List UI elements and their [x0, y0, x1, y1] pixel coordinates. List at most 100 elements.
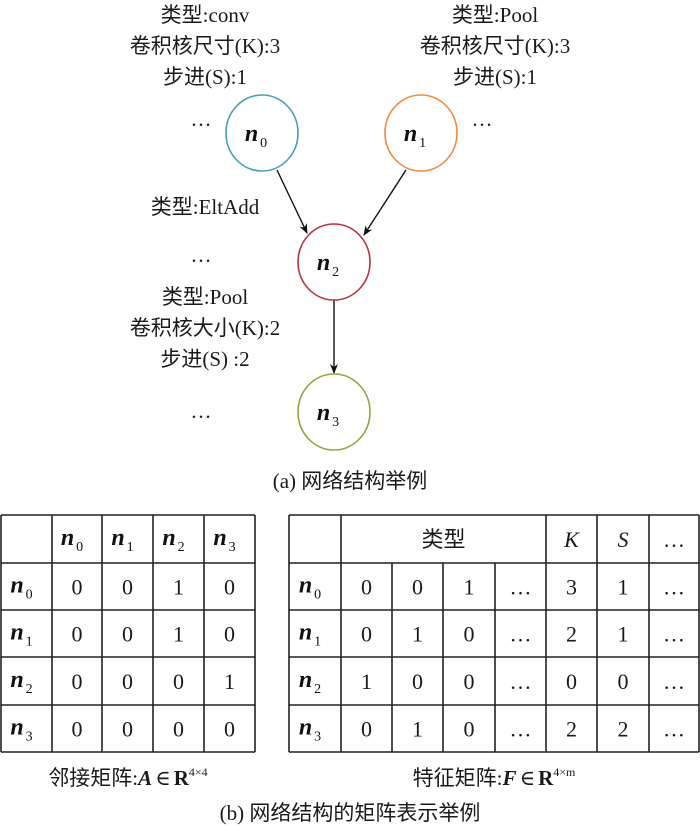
n3-kernel: 卷积核大小(K):2 [130, 316, 281, 340]
ellipsis: … [191, 243, 212, 267]
node-subscript: 1 [127, 540, 134, 555]
matrix-symbol: A [136, 766, 152, 790]
table-cell: 2 [566, 622, 577, 647]
table-cell: 0 [618, 669, 629, 694]
node-subscript: 2 [178, 540, 185, 555]
table-cell: 0 [72, 717, 83, 742]
node-variable: n [299, 573, 312, 599]
table-cell: … [663, 717, 685, 742]
table-cell: 1 [173, 575, 184, 600]
node-variable: n [10, 620, 23, 646]
n0-attributes: 类型:conv 卷积核尺寸(K):3 步进(S):1 [130, 3, 281, 89]
table-cell: 0 [122, 575, 133, 600]
table-cell: … [510, 622, 532, 647]
table-cell: … [510, 669, 532, 694]
node-variable: n [10, 667, 23, 693]
node-circle [384, 94, 458, 172]
table-cell: 3 [566, 575, 577, 600]
k-header: K [563, 527, 580, 552]
node-subscript: 1 [314, 635, 321, 650]
node-variable: n [61, 525, 74, 551]
table-cell: 1 [361, 669, 372, 694]
adjacency-caption: 邻接矩阵:A∈R4×4 [48, 765, 207, 790]
table-cell: 0 [122, 669, 133, 694]
node-variable: n [10, 715, 23, 741]
node-variable: n [299, 667, 312, 693]
n3-attributes: 类型:Pool 卷积核大小(K):2 步进(S) :2 [130, 285, 281, 371]
table-cell: 0 [224, 575, 235, 600]
table-cell: 1 [173, 622, 184, 647]
table-cell: … [663, 669, 685, 694]
node-variable: n [213, 525, 226, 551]
node-variable: n [10, 573, 23, 599]
n0-stride: 步进(S):1 [163, 65, 247, 89]
node-variable: n [245, 121, 258, 147]
table-cell: 0 [412, 669, 423, 694]
node-subscript: 2 [314, 682, 321, 697]
table-cell: 1 [464, 575, 475, 600]
node-variable: n [111, 525, 124, 551]
n0-type: 类型:conv [161, 3, 250, 27]
caption-b: (b) 网络结构的矩阵表示举例 [220, 801, 481, 825]
type-header: 类型 [421, 527, 465, 552]
s-header: S [618, 527, 629, 552]
table-cell: 0 [224, 717, 235, 742]
table-cell: 0 [464, 717, 475, 742]
table-cell: … [510, 717, 532, 742]
more-header: … [663, 527, 685, 552]
table-cell: 1 [618, 575, 629, 600]
table-cell: 0 [224, 622, 235, 647]
node-subscript: 0 [314, 588, 321, 603]
node-subscript: 0 [260, 136, 267, 151]
feature-caption: 特征矩阵:F∈R4×m [413, 765, 576, 790]
table-cell: 1 [224, 669, 235, 694]
table-cell: 2 [618, 717, 629, 742]
caption-prefix: 邻接矩阵: [48, 766, 138, 790]
table-cell: 0 [122, 717, 133, 742]
ellipsis: … [191, 399, 212, 423]
node-subscript: 3 [26, 730, 33, 745]
node-subscript: 0 [76, 540, 83, 555]
table-cell: … [663, 622, 685, 647]
table-cell: 0 [72, 622, 83, 647]
table-cell: 0 [412, 575, 423, 600]
n3-stride: 步进(S) :2 [160, 347, 249, 371]
node-subscript: 3 [314, 730, 321, 745]
n1-attributes: 类型:Pool 卷积核尺寸(K):3 步进(S):1 [420, 3, 571, 89]
node-subscript: 0 [26, 588, 33, 603]
node-variable: n [404, 121, 417, 147]
table-cell: 0 [361, 575, 372, 600]
table-cell: 0 [72, 669, 83, 694]
n1-stride: 步进(S):1 [453, 65, 537, 89]
node-subscript: 3 [332, 415, 339, 430]
table-cell: 0 [361, 622, 372, 647]
node-subscript: 1 [26, 635, 33, 650]
node-subscript: 1 [419, 136, 426, 151]
edge-n0-n2 [276, 169, 308, 234]
table-cell: 1 [618, 622, 629, 647]
table-cell: 0 [464, 622, 475, 647]
node-variable: n [317, 250, 330, 276]
real-set: R [538, 766, 554, 790]
table-cell: 2 [566, 717, 577, 742]
node-subscript: 2 [332, 265, 339, 280]
table-cell: 0 [173, 717, 184, 742]
node-circle [297, 373, 371, 451]
dimension: 4×4 [189, 765, 208, 779]
ellipsis: … [191, 107, 212, 131]
n1-type: 类型:Pool [452, 3, 539, 27]
table-cell: 1 [412, 717, 423, 742]
